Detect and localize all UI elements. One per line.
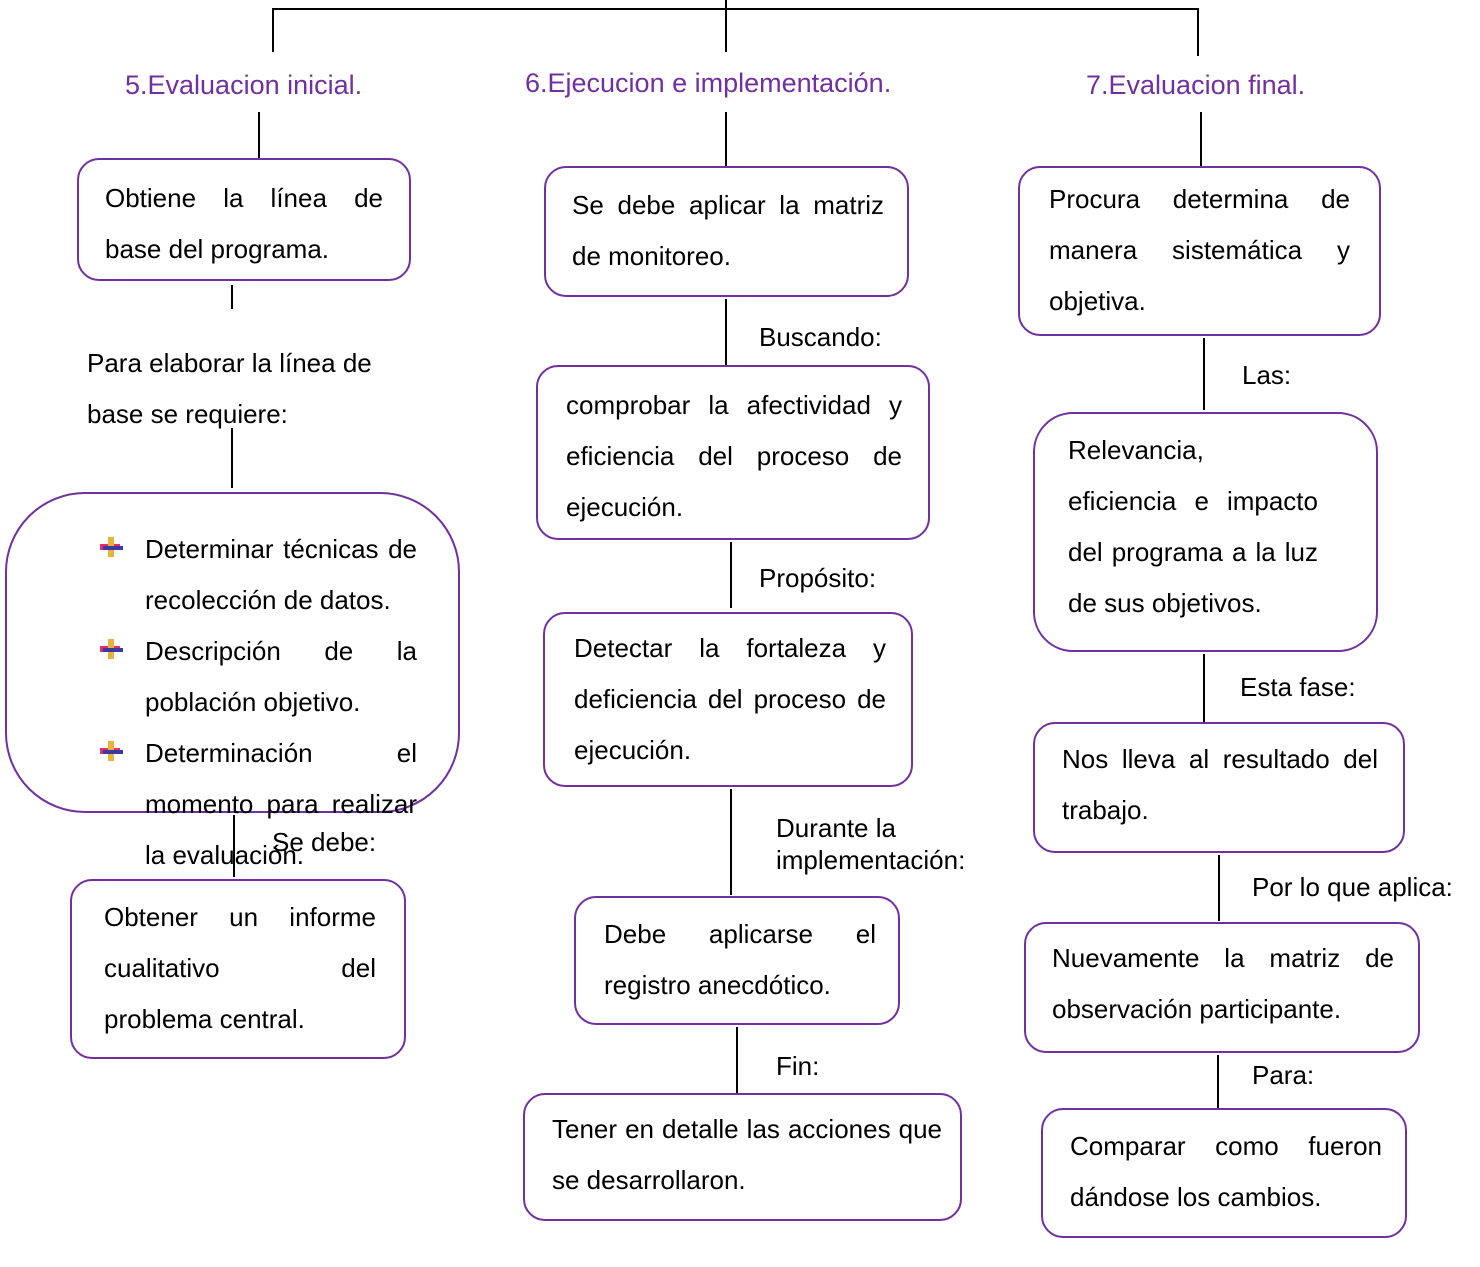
label-por-lo-que-aplica: Por lo que aplica: (1252, 872, 1453, 902)
box-detectar-text: Detectar la fortaleza y deficiencia del … (574, 633, 886, 765)
connector-col7-1 (1200, 112, 1202, 166)
connector-col5-1 (258, 112, 260, 160)
box-relevancia: Relevancia, eficiencia e impacto del pro… (1033, 412, 1378, 652)
box-procura: Procura determina de manera sistemática … (1018, 166, 1381, 336)
label-proposito: Propósito: (759, 563, 877, 593)
plus-bullet-icon (100, 537, 123, 557)
box-comparar-text: Comparar como fueron dándose los cambios… (1070, 1131, 1382, 1212)
connector-col6-1 (725, 112, 727, 168)
connector-col5-3 (231, 428, 233, 488)
box-procura-text: Procura determina de manera sistemática … (1049, 184, 1350, 316)
connector-col6-2 (725, 299, 727, 367)
box-detalle-text: Tener en detalle las acciones que se des… (552, 1114, 942, 1195)
box-linea-base-text: Obtiene la línea de base del programa. (105, 183, 383, 264)
connector-col5-2 (231, 285, 233, 309)
label-para: Para: (1252, 1060, 1315, 1090)
box-requisitos: Determinar técnicas de recolección de da… (5, 492, 460, 870)
box-detectar: Detectar la fortaleza y deficiencia del … (543, 612, 913, 787)
connector-col7-2 (1203, 338, 1205, 410)
label-buscando: Buscando: (759, 322, 882, 352)
box-matriz-monitoreo-text: Se debe aplicar la matriz de monitoreo. (572, 190, 884, 271)
top-connector (272, 8, 1198, 10)
requisitos-list: Determinar técnicas de recolección de da… (100, 524, 417, 881)
label-fin: Fin: (776, 1051, 820, 1081)
heading-evaluacion-inicial: 5.Evaluacion inicial. (125, 70, 363, 100)
connector-col6-4 (730, 789, 732, 895)
bullet-text: Descripción de la población objetivo. (145, 636, 417, 717)
box-linea-base: Obtiene la línea de base del programa. (77, 158, 411, 281)
label-las: Las: (1242, 360, 1292, 390)
connector-col5-top (272, 8, 274, 52)
box-informe-text: Obtener un informe cualitativo del probl… (104, 902, 376, 1034)
box-comprobar-text: comprobar la afectividad y eficiencia de… (566, 390, 902, 522)
connector-col7-3 (1203, 654, 1205, 722)
box-comparar: Comparar como fueron dándose los cambios… (1041, 1108, 1407, 1238)
box-detalle: Tener en detalle las acciones que se des… (523, 1093, 962, 1221)
connector-col7-5 (1217, 1055, 1219, 1109)
bullet-text: Determinar técnicas de recolección de da… (145, 534, 417, 615)
box-matriz-monitoreo: Se debe aplicar la matriz de monitoreo. (544, 166, 909, 297)
connector-col7-top (1197, 8, 1199, 56)
box-relevancia-text: Relevancia, eficiencia e impacto del pro… (1068, 435, 1318, 618)
connector-col5-4 (233, 815, 235, 877)
connector-col6-5 (736, 1027, 738, 1093)
top-stem (725, 0, 727, 8)
bullet-item: Descripción de la población objetivo. (100, 626, 417, 728)
label-durante: Durante la implementación: (776, 813, 966, 875)
box-nuevamente: Nuevamente la matriz de observación part… (1024, 922, 1420, 1053)
plus-bullet-icon (100, 639, 123, 659)
box-comprobar: comprobar la afectividad y eficiencia de… (536, 365, 930, 540)
connector-col7-4 (1218, 855, 1220, 921)
label-se-debe: Se debe: (272, 827, 377, 857)
bullet-text: Determinación el momento para realizar l… (145, 738, 417, 870)
heading-evaluacion-final: 7.Evaluacion final. (1086, 70, 1306, 100)
plus-bullet-icon (100, 741, 123, 761)
box-resultado-text: Nos lleva al resultado del trabajo. (1062, 744, 1378, 825)
heading-ejecucion: 6.Ejecucion e implementación. (525, 68, 892, 98)
bullet-item: Determinación el momento para realizar l… (100, 728, 417, 881)
box-resultado: Nos lleva al resultado del trabajo. (1033, 722, 1405, 853)
bullet-item: Determinar técnicas de recolección de da… (100, 524, 417, 626)
box-registro-text: Debe aplicarse el registro anecdótico. (604, 919, 876, 1000)
box-informe: Obtener un informe cualitativo del probl… (70, 879, 406, 1059)
box-nuevamente-text: Nuevamente la matriz de observación part… (1052, 943, 1394, 1024)
connector-col6-3 (730, 542, 732, 608)
box-registro: Debe aplicarse el registro anecdótico. (574, 896, 900, 1025)
label-esta-fase: Esta fase: (1240, 672, 1356, 702)
connector-col6-top (725, 8, 727, 52)
label-para-elaborar: Para elaborar la línea de base se requie… (87, 348, 372, 429)
